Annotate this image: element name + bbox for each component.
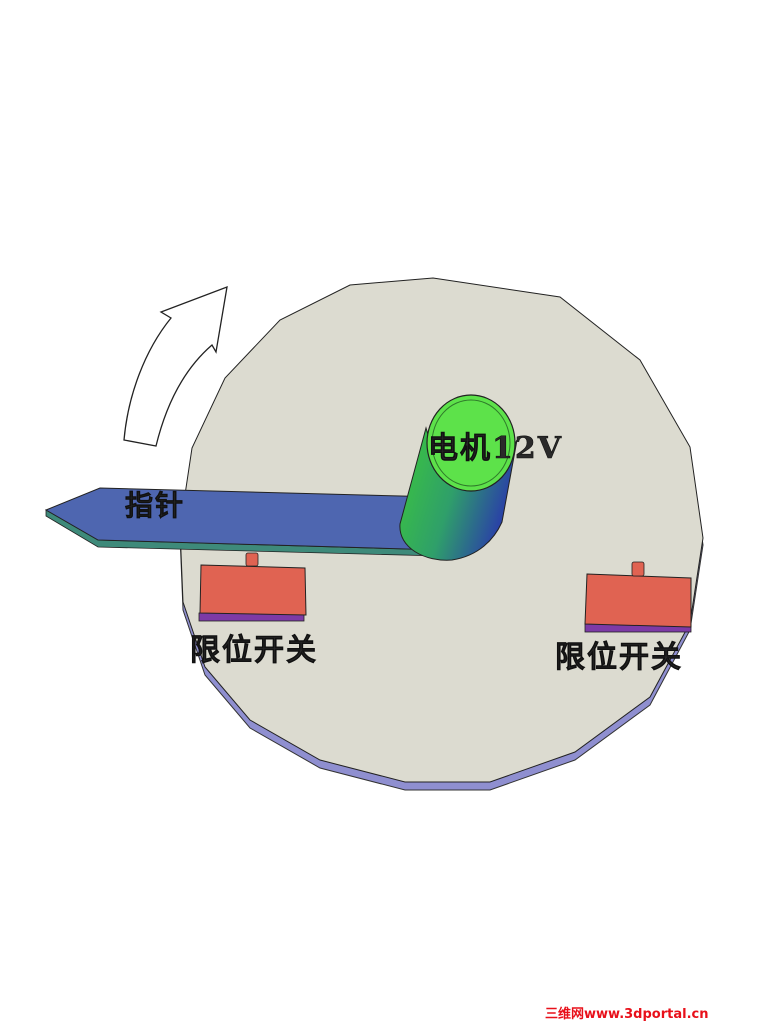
limit-switch-right-body bbox=[584, 573, 692, 628]
pointer-needle bbox=[44, 487, 441, 557]
motor-top bbox=[426, 394, 516, 492]
limit-switch-left-body bbox=[199, 564, 307, 616]
pointer-label: 指针 bbox=[125, 489, 185, 522]
limit-switch-right-label: 限位开关 bbox=[555, 640, 683, 675]
limit-switch-left bbox=[198, 552, 307, 622]
curved-arrow-up-right-icon bbox=[123, 285, 228, 447]
limit-switch-right bbox=[584, 561, 692, 633]
motor-cylinder bbox=[399, 394, 518, 561]
watermark: 三维网www.3dportal.cn bbox=[545, 1006, 708, 1022]
motor-top-inner-ring bbox=[431, 399, 511, 487]
limit-switch-left-plunger bbox=[245, 552, 259, 567]
pointer-top-face bbox=[44, 487, 441, 551]
limit-switch-left-label: 限位开关 bbox=[190, 633, 318, 668]
limit-switch-right-plunger bbox=[631, 561, 645, 577]
motor-label: 电机12V bbox=[428, 431, 563, 466]
